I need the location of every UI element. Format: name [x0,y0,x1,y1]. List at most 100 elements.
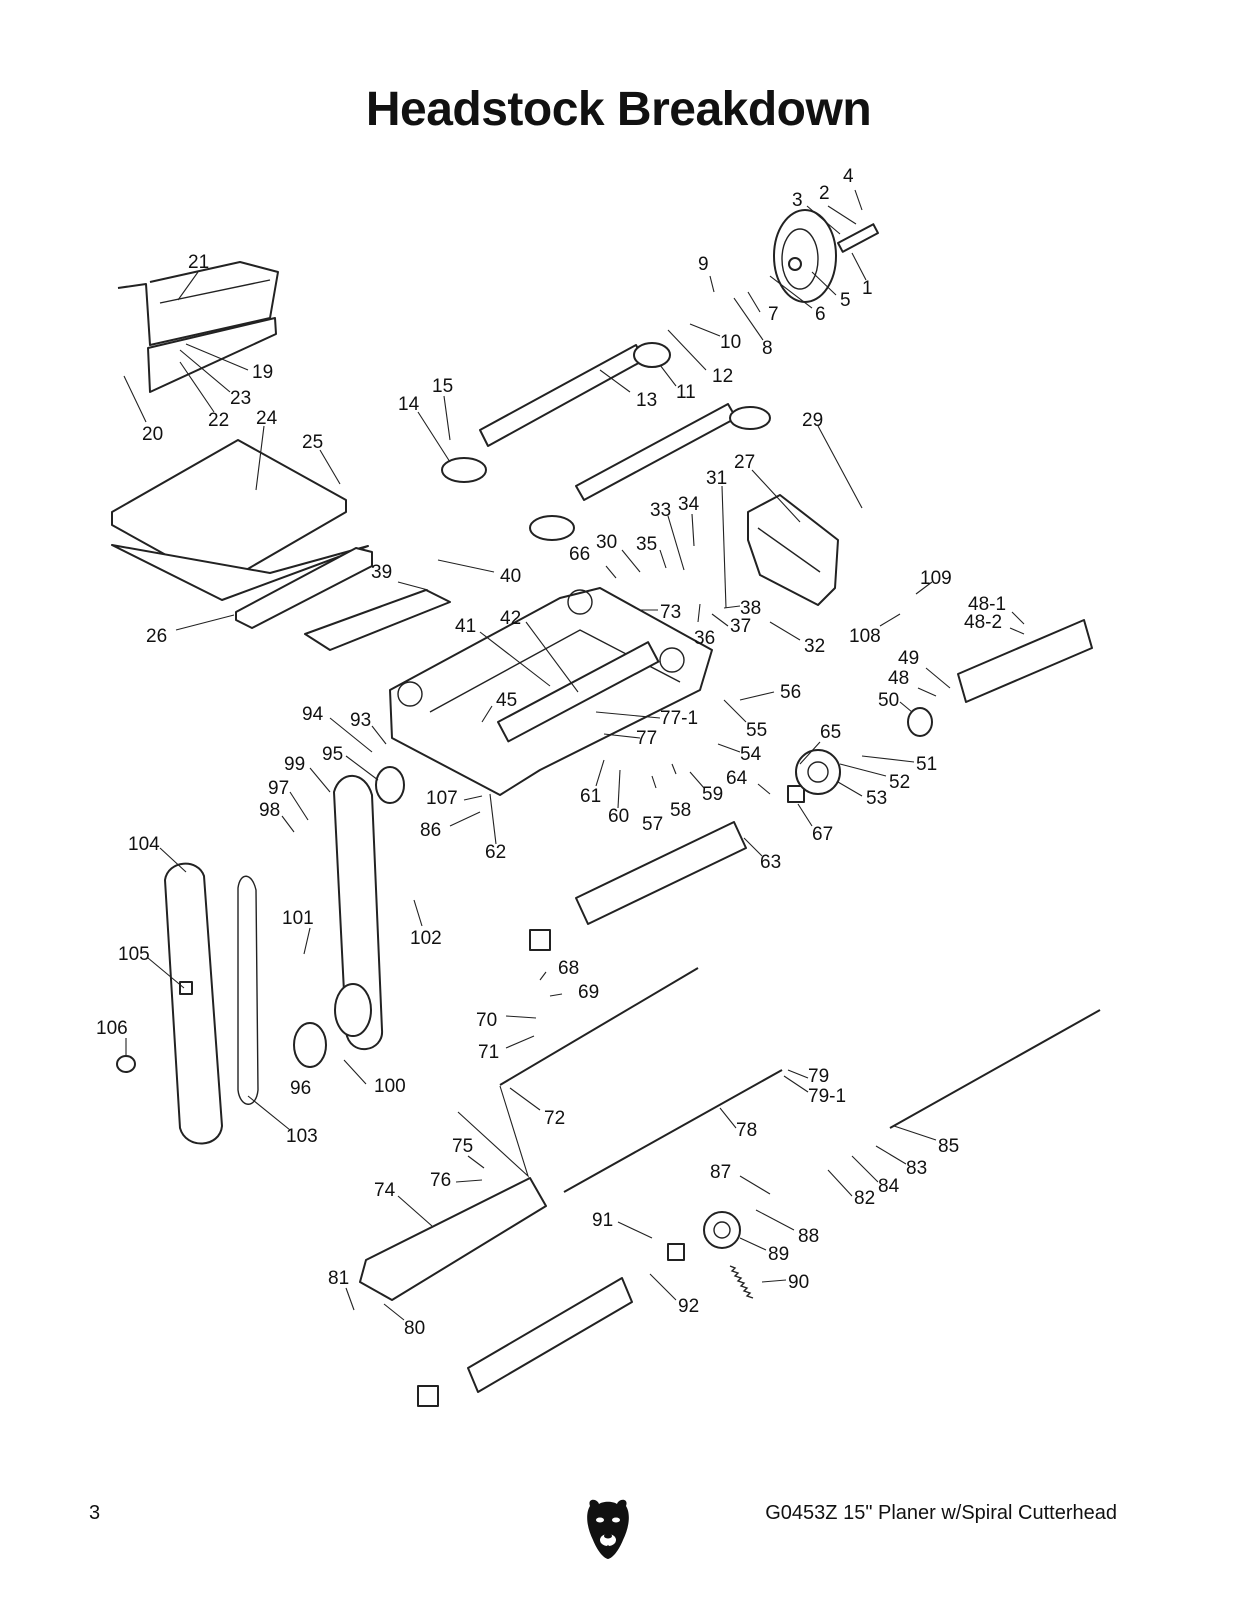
callout-34: 34 [678,494,700,515]
callout-39: 39 [371,562,392,583]
callout-48-2: 48-2 [964,612,1002,633]
callout-79-1: 79-1 [808,1086,846,1107]
rod-78 [563,1069,783,1193]
callout-69: 69 [578,982,599,1003]
callout-30: 30 [596,532,617,553]
callout-58: 58 [670,800,691,821]
callout-49: 49 [898,648,919,669]
rod-85 [889,1009,1101,1129]
callout-73: 73 [660,602,681,623]
callout-87: 87 [710,1162,731,1183]
callout-54: 54 [740,744,762,765]
callout-86: 86 [420,820,441,841]
callout-50: 50 [878,690,899,711]
callout-97: 97 [268,778,289,799]
callout-60: 60 [608,806,629,827]
plate-39 [304,589,451,651]
callout-57: 57 [642,814,663,835]
callout-65: 65 [820,722,841,743]
callout-32: 32 [804,636,825,657]
motor-arm [333,774,384,1050]
callout-25: 25 [302,432,323,453]
callout-48: 48 [888,668,909,689]
callout-88: 88 [798,1226,819,1247]
guide-bar [235,547,373,629]
callout-36: 36 [694,628,715,649]
rod-72 [499,967,699,1086]
callout-3: 3 [792,190,803,211]
callout-78: 78 [736,1120,757,1141]
callout-5: 5 [840,290,851,311]
callout-51: 51 [916,754,937,775]
callout-62: 62 [485,842,506,863]
callout-45: 45 [496,690,517,711]
callout-63: 63 [760,852,781,873]
callout-31: 31 [706,468,727,489]
callout-95: 95 [322,744,343,765]
callout-15: 15 [432,376,453,397]
callout-90: 90 [788,1272,809,1293]
callout-8: 8 [762,338,773,359]
callout-38: 38 [740,598,761,619]
chip-deflector [359,1177,547,1301]
sprocket-89 [703,1211,741,1249]
callout-94: 94 [302,704,324,725]
pulley-95 [375,766,405,804]
callout-52: 52 [889,772,910,793]
bed-plate [111,439,347,586]
callout-79: 79 [808,1066,829,1087]
page-number: 3 [89,1502,101,1524]
callout-102: 102 [410,928,442,949]
pivot-shaft-upper [479,344,645,447]
outfeed-roller [467,1277,633,1393]
callout-59: 59 [702,784,723,805]
gear-box [747,494,839,606]
sprocket-53 [795,749,841,795]
callout-72: 72 [544,1108,565,1129]
callout-105: 105 [118,944,150,965]
drive-belt [237,875,259,1105]
callout-6: 6 [815,304,826,325]
callout-7: 7 [768,304,779,325]
callout-70: 70 [476,1010,497,1031]
callout-64: 64 [726,768,748,789]
callout-42: 42 [500,608,521,629]
callout-61: 61 [580,786,601,807]
spring-90 [729,1265,754,1299]
callout-96: 96 [290,1078,311,1099]
page-title: Headstock Breakdown [365,83,872,136]
callout-20: 20 [142,424,163,445]
callout-12: 12 [712,366,733,387]
callout-89: 89 [768,1244,789,1265]
callout-104: 104 [128,834,160,855]
callout-100: 100 [374,1076,406,1097]
callout-55: 55 [746,720,767,741]
callout-77-1: 77-1 [660,708,698,729]
callout-80: 80 [404,1318,425,1339]
callout-68: 68 [558,958,579,979]
callout-92: 92 [678,1296,699,1317]
callout-99: 99 [284,754,305,775]
callout-29: 29 [802,410,823,431]
callout-22: 22 [208,410,229,431]
parts-artwork [111,209,1101,1407]
document-title: G0453Z 15" Planer w/Spiral Cutterhead [765,1502,1117,1524]
callout-53: 53 [866,788,887,809]
callout-19: 19 [252,362,273,383]
callout-23: 23 [230,388,251,409]
callout-2: 2 [819,183,830,204]
callout-27: 27 [734,452,755,473]
callout-26: 26 [146,626,167,647]
callout-41: 41 [455,616,476,637]
callout-76: 76 [430,1170,451,1191]
callout-82: 82 [854,1188,875,1209]
callout-109: 109 [920,568,952,589]
knob [116,1055,136,1073]
callout-35: 35 [636,534,657,555]
callout-13: 13 [636,390,657,411]
spiral-cutterhead [957,619,1093,703]
callout-75: 75 [452,1136,473,1157]
callout-24: 24 [256,408,278,429]
callout-4: 4 [843,166,854,187]
grizzly-bear-logo-icon [587,1499,629,1559]
